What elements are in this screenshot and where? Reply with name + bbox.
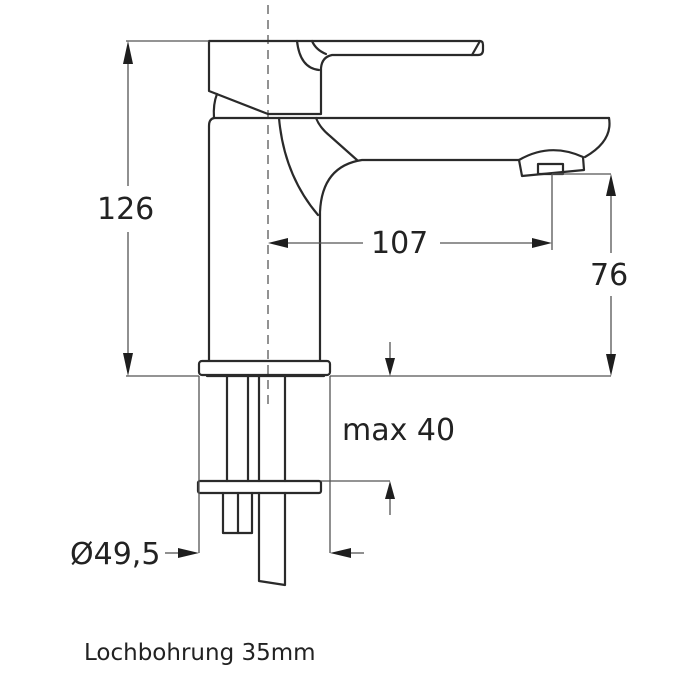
mounting-shank [196, 374, 323, 587]
dimension-max-countertop: max 40 [342, 413, 455, 448]
dimension-spout-height: 76 [590, 258, 628, 293]
faucet-body [207, 92, 611, 362]
dimension-total-height: 126 [97, 192, 154, 227]
hole-diameter-note: Lochbohrung 35mm [84, 640, 316, 666]
dimension-lines [123, 40, 616, 558]
lever-handle [207, 39, 485, 116]
dimension-base-diameter: Ø49,5 [70, 537, 160, 572]
base-plate [197, 359, 332, 378]
dimension-spout-reach: 107 [371, 226, 428, 261]
